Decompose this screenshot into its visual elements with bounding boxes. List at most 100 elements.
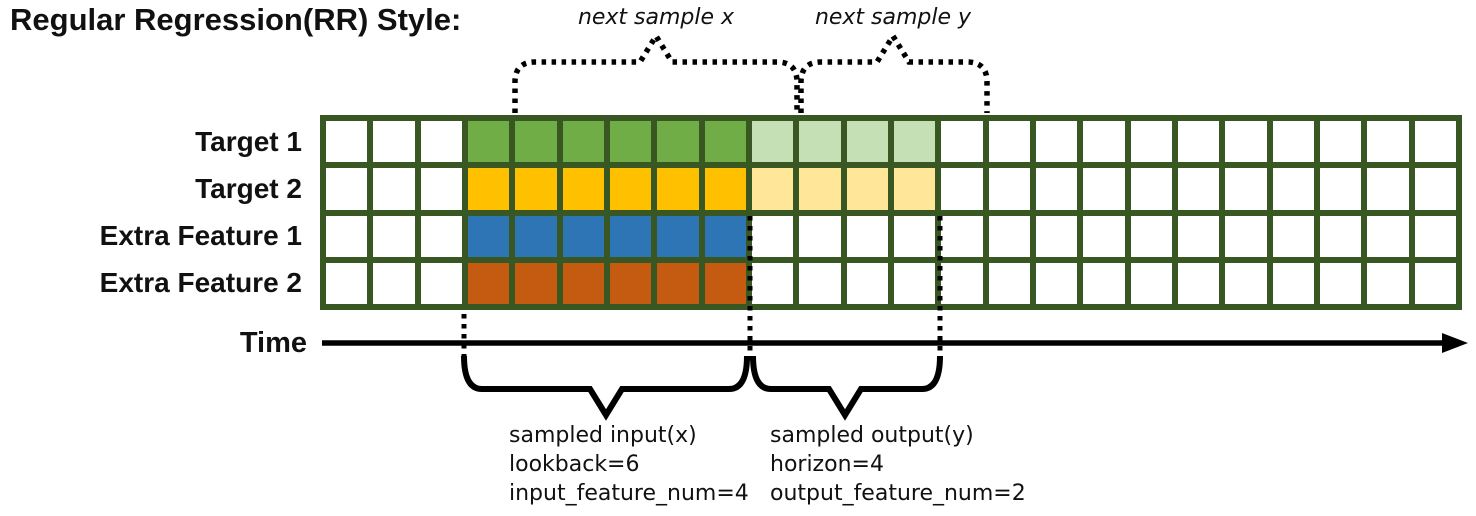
diagram-title: Regular Regression(RR) Style:	[10, 2, 462, 37]
grid-cell	[1225, 262, 1267, 304]
grid-cell	[704, 168, 746, 210]
next-sample-y-brace	[798, 30, 990, 113]
grid-cell	[1177, 168, 1220, 210]
grid-cell	[1177, 262, 1220, 304]
time-axis-arrow	[322, 333, 1468, 353]
sampled-input-note: sampled input(x) lookback=6 input_featur…	[509, 421, 749, 508]
grid-cell	[657, 121, 699, 163]
grid-cell	[657, 168, 699, 210]
grid-cell	[515, 121, 557, 163]
grid-cell	[846, 215, 888, 257]
grid-cell	[1177, 215, 1220, 257]
grid-cell	[1035, 262, 1078, 304]
grid-cell	[326, 262, 368, 304]
grid-cell	[1272, 215, 1314, 257]
grid-cell	[562, 262, 604, 304]
grid-cell	[1367, 121, 1409, 163]
sampled-input-title: sampled input(x)	[509, 423, 697, 448]
grid-cell	[467, 168, 510, 210]
grid-cell	[1225, 168, 1267, 210]
grid-cell	[1414, 121, 1456, 163]
input-feature-num-value: input_feature_num=4	[509, 481, 749, 506]
grid-cell	[988, 262, 1030, 304]
grid-cell	[799, 215, 841, 257]
grid-cell	[941, 168, 983, 210]
grid-cell	[941, 262, 983, 304]
grid-cell	[1083, 168, 1125, 210]
horizon-value: horizon=4	[770, 452, 884, 477]
grid-cell	[846, 168, 888, 210]
sampled-input-brace	[461, 355, 750, 421]
grid-cell	[1035, 168, 1078, 210]
grid-cell	[515, 262, 557, 304]
grid-cell	[1035, 121, 1078, 163]
grid-cell	[373, 168, 415, 210]
grid-cell	[1083, 215, 1125, 257]
grid-cell	[1177, 121, 1220, 163]
grid-cell	[609, 262, 652, 304]
grid-cell	[1130, 121, 1172, 163]
grid-cell	[1130, 215, 1172, 257]
grid-cell	[1272, 121, 1314, 163]
grid-cell	[988, 215, 1030, 257]
grid-cell	[1225, 215, 1267, 257]
grid-cell	[373, 121, 415, 163]
grid-cell	[467, 262, 510, 304]
grid	[320, 115, 1462, 310]
sampled-output-note: sampled output(y) horizon=4 output_featu…	[770, 421, 1026, 508]
sampled-output-title: sampled output(y)	[770, 423, 974, 448]
grid-cell	[657, 215, 699, 257]
grid-cell	[1035, 215, 1078, 257]
grid-cell	[941, 121, 983, 163]
grid-cell	[420, 121, 462, 163]
grid-cell	[1319, 215, 1362, 257]
grid-cell	[467, 121, 510, 163]
grid-cell	[846, 262, 888, 304]
grid-cell	[657, 262, 699, 304]
lookback-value: lookback=6	[509, 452, 640, 477]
grid-cell	[562, 215, 604, 257]
grid-cell	[1367, 168, 1409, 210]
grid-cell	[515, 215, 557, 257]
grid-cell	[1319, 168, 1362, 210]
next-sample-x-label: next sample x	[577, 5, 735, 30]
grid-cell	[1319, 121, 1362, 163]
grid-cell	[893, 121, 936, 163]
sampled-output-brace	[750, 355, 943, 421]
grid-cell	[609, 215, 652, 257]
grid-cell	[326, 168, 368, 210]
row-labels: Target 1 Target 2 Extra Feature 1 Extra Fea…	[0, 115, 312, 310]
grid-cell	[751, 168, 794, 210]
grid-cell	[1319, 262, 1362, 304]
grid-cell	[420, 168, 462, 210]
grid-cell	[799, 262, 841, 304]
grid-cell	[609, 168, 652, 210]
row-label: Target 2	[195, 172, 302, 204]
grid-cell	[1414, 215, 1456, 257]
grid-cell	[1083, 121, 1125, 163]
output-feature-num-value: output_feature_num=2	[770, 481, 1026, 506]
row-label: Target 1	[195, 125, 302, 157]
row-label: Extra Feature 2	[99, 267, 302, 299]
grid-cell	[562, 121, 604, 163]
grid-cell	[751, 215, 794, 257]
grid-cell	[893, 168, 936, 210]
next-sample-x-brace	[512, 30, 800, 113]
grid-cell	[988, 121, 1030, 163]
grid-cell	[515, 168, 557, 210]
grid-cell	[326, 121, 368, 163]
grid-cell	[562, 168, 604, 210]
grid-cell	[1414, 168, 1456, 210]
grid-cell	[1130, 168, 1172, 210]
grid-cell	[799, 121, 841, 163]
grid-cell	[373, 215, 415, 257]
grid-cell	[373, 262, 415, 304]
row-label: Extra Feature 1	[99, 220, 302, 252]
next-sample-y-label: next sample y	[814, 5, 972, 30]
grid-cell	[420, 215, 462, 257]
grid-cell	[751, 262, 794, 304]
grid-cell	[941, 215, 983, 257]
grid-cell	[751, 121, 794, 163]
